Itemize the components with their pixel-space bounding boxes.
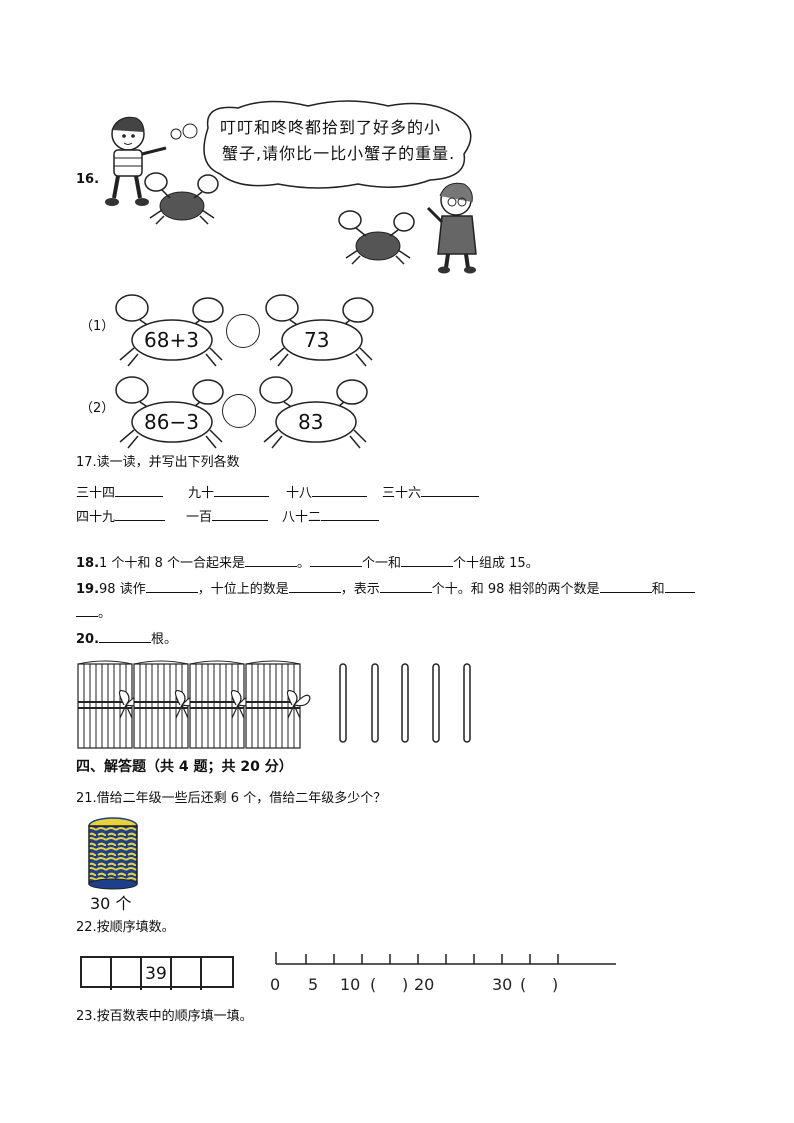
question-23: 23.按百数表中的顺序填一填。 <box>76 1009 253 1024</box>
stick-bundle <box>77 660 143 749</box>
number-box[interactable] <box>172 958 202 990</box>
crab-left-expression: 86−3 <box>144 410 199 434</box>
crab-right-number: 73 <box>304 328 330 352</box>
answer-blank[interactable] <box>664 578 695 593</box>
speech-bubble <box>170 100 472 189</box>
number-line-label: 10 <box>340 975 361 994</box>
boy-illustration <box>105 116 167 206</box>
crab-card-left <box>115 376 224 449</box>
compare-row-1-label: （1） <box>80 319 115 334</box>
stick-bundles-illustration <box>77 660 471 749</box>
question-17-title: 17.读一读，并写出下列各数 <box>76 455 240 470</box>
number-line-label: ) <box>402 975 409 994</box>
number-box[interactable] <box>202 958 232 990</box>
answer-blank[interactable] <box>115 506 166 521</box>
number-line-label: ( <box>520 975 527 994</box>
crab-left-expression: 68+3 <box>144 328 199 352</box>
answer-blank[interactable] <box>145 578 198 593</box>
crab-right-number: 83 <box>298 410 324 434</box>
answer-blank[interactable] <box>599 578 652 593</box>
q17-item: 四十九 <box>76 506 166 527</box>
number-line-label: 30 <box>492 975 513 994</box>
number-box: 39 <box>142 958 172 990</box>
number-line-label: 0 <box>270 975 281 994</box>
answer-blank[interactable] <box>212 506 269 521</box>
crab-card-left <box>115 294 224 367</box>
question-22: 22.按顺序填数。 <box>76 920 175 935</box>
number-boxes: 39 <box>80 956 234 990</box>
girl-illustration <box>426 182 477 274</box>
q17-item: 三十六 <box>382 482 480 503</box>
number-box[interactable] <box>112 958 142 990</box>
jar-label: 30 个 <box>90 894 132 913</box>
number-line <box>275 952 616 965</box>
q17-item: 三十四 <box>76 482 164 503</box>
answer-blank[interactable] <box>401 552 454 567</box>
q17-item: 十八 <box>286 482 368 503</box>
q17-item: 一百 <box>186 506 269 527</box>
number-line-label: 20 <box>414 975 435 994</box>
question-20: 20.根。 <box>76 628 177 649</box>
answer-blank[interactable] <box>312 482 368 497</box>
answer-blank[interactable] <box>288 578 341 593</box>
crab-illustration <box>338 210 415 265</box>
answer-blank[interactable] <box>76 602 98 617</box>
crab-illustration <box>144 172 219 225</box>
question-16-number: 16. <box>76 172 100 187</box>
answer-blank[interactable] <box>310 552 362 567</box>
speech-bubble-line-2: 蟹子,请你比一比小蟹子的重量. <box>222 144 456 163</box>
number-box[interactable] <box>82 958 112 990</box>
question-19-continued: 。 <box>76 602 111 623</box>
number-line-label: ( <box>370 975 377 994</box>
compare-row-2-label: （2） <box>80 401 115 416</box>
crab-card-right <box>265 294 374 367</box>
question-18: 18.1 个十和 8 个一合起来是。个一和个十组成 15。 <box>76 552 539 573</box>
q17-item: 九十 <box>188 482 270 503</box>
question-21: 21.借给二年级一些后还剩 6 个，借给二年级多少个？ <box>76 791 387 806</box>
answer-blank[interactable] <box>244 552 297 567</box>
answer-blank[interactable] <box>99 628 152 643</box>
crab-card-right <box>259 376 368 449</box>
jar-illustration <box>88 817 138 890</box>
section-4-title: 四、解答题（共 4 题；共 20 分） <box>76 759 293 775</box>
question-19: 19.98 读作，十位上的数是，表示个十。和 98 相邻的两个数是和 <box>76 578 695 599</box>
number-line-label: 5 <box>308 975 319 994</box>
q17-item: 八十二 <box>282 506 380 527</box>
answer-blank[interactable] <box>115 482 164 497</box>
answer-blank[interactable] <box>379 578 432 593</box>
answer-blank[interactable] <box>214 482 270 497</box>
answer-blank[interactable] <box>421 482 480 497</box>
number-line-label: ) <box>552 975 559 994</box>
answer-blank[interactable] <box>321 506 380 521</box>
compare-circle-1[interactable] <box>226 314 260 348</box>
compare-circle-2[interactable] <box>222 394 256 428</box>
speech-bubble-line-1: 叮叮和咚咚都拾到了好多的小 <box>220 118 442 137</box>
